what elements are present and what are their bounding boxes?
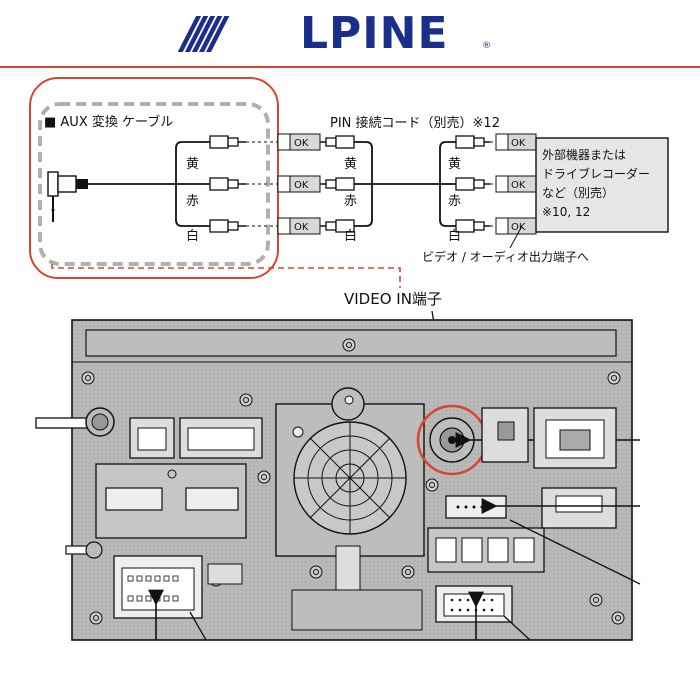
logo-registered-mark: ® [482,41,491,51]
aux-wire-yellow: 黄 [186,157,199,172]
screw-icon [81,371,95,385]
screw-icon [611,611,625,625]
svg-text:OK: OK [294,138,309,149]
aux-cable-title: ■ AUX 変換 ケーブル [44,114,173,130]
video-in-label: VIDEO IN端子 [344,290,442,308]
svg-text:OK: OK [294,180,309,191]
external-device-box [535,137,669,233]
pin-cord-plug-right-2 [455,177,490,191]
ok-connection-badge: OK [277,133,321,151]
screw-icon [589,593,603,607]
aux-wire-red: 赤 [186,194,199,209]
ok-connection-badge: OK [277,175,321,193]
output-terminal-caption: ビデオ / オーディオ出力端子へ [422,249,589,264]
aux-wire-white: 白 [186,228,199,244]
external-device-line-2: ドライブレコーダー [542,166,650,181]
pin-wire-yellow: 黄 [344,157,357,172]
screw-icon [239,393,253,407]
aux-rca-plug-3 [209,219,246,233]
screw-icon [89,611,103,625]
svg-text:OK: OK [511,138,526,149]
device-wire-red: 赤 [448,194,461,209]
alpine-logo: ///// LPINE ® [177,8,491,59]
svg-text:OK: OK [511,222,526,233]
pin-cord-plug-right-1 [455,135,490,149]
svg-text:OK: OK [294,222,309,233]
screw-icon [342,338,356,352]
pin-cord-plug-right-3 [455,219,490,233]
device-wire-white: 白 [448,228,461,244]
external-device-line-4: ※10, 12 [542,205,590,219]
ok-connection-badge: OK [495,133,537,151]
pin-cord-title: PIN 接続コード（別売）※12 [330,115,500,131]
screw-icon [309,565,323,579]
mini-plug-icon [47,171,88,222]
logo-stripes: ///// [177,8,230,59]
ok-connection-badge: OK [277,217,321,235]
aux-lead-line [51,264,401,288]
ok-connection-badge: OK [495,217,537,235]
external-device-line-3: など（別売） [542,185,614,200]
device-wire-yellow: 黄 [448,157,461,172]
logo-wordmark: LPINE [300,8,449,59]
aux-rca-plug-2 [209,177,246,191]
aux-rca-plug-1 [209,135,246,149]
screw-icon [257,470,271,484]
external-device-line-1: 外部機器または [542,147,626,162]
pin-cord-plug-left-2 [320,177,355,191]
unit-rear-panel [35,319,641,641]
screw-icon [401,565,415,579]
svg-text:OK: OK [511,180,526,191]
screw-icon [607,371,621,385]
aux-cable-inner-box [38,102,270,266]
pin-cord-plug-left-1 [320,135,355,149]
pin-wire-white: 白 [344,228,357,244]
ok-connection-badge: OK [495,175,537,193]
screw-icon [425,478,439,492]
pin-wire-red: 赤 [344,194,357,209]
